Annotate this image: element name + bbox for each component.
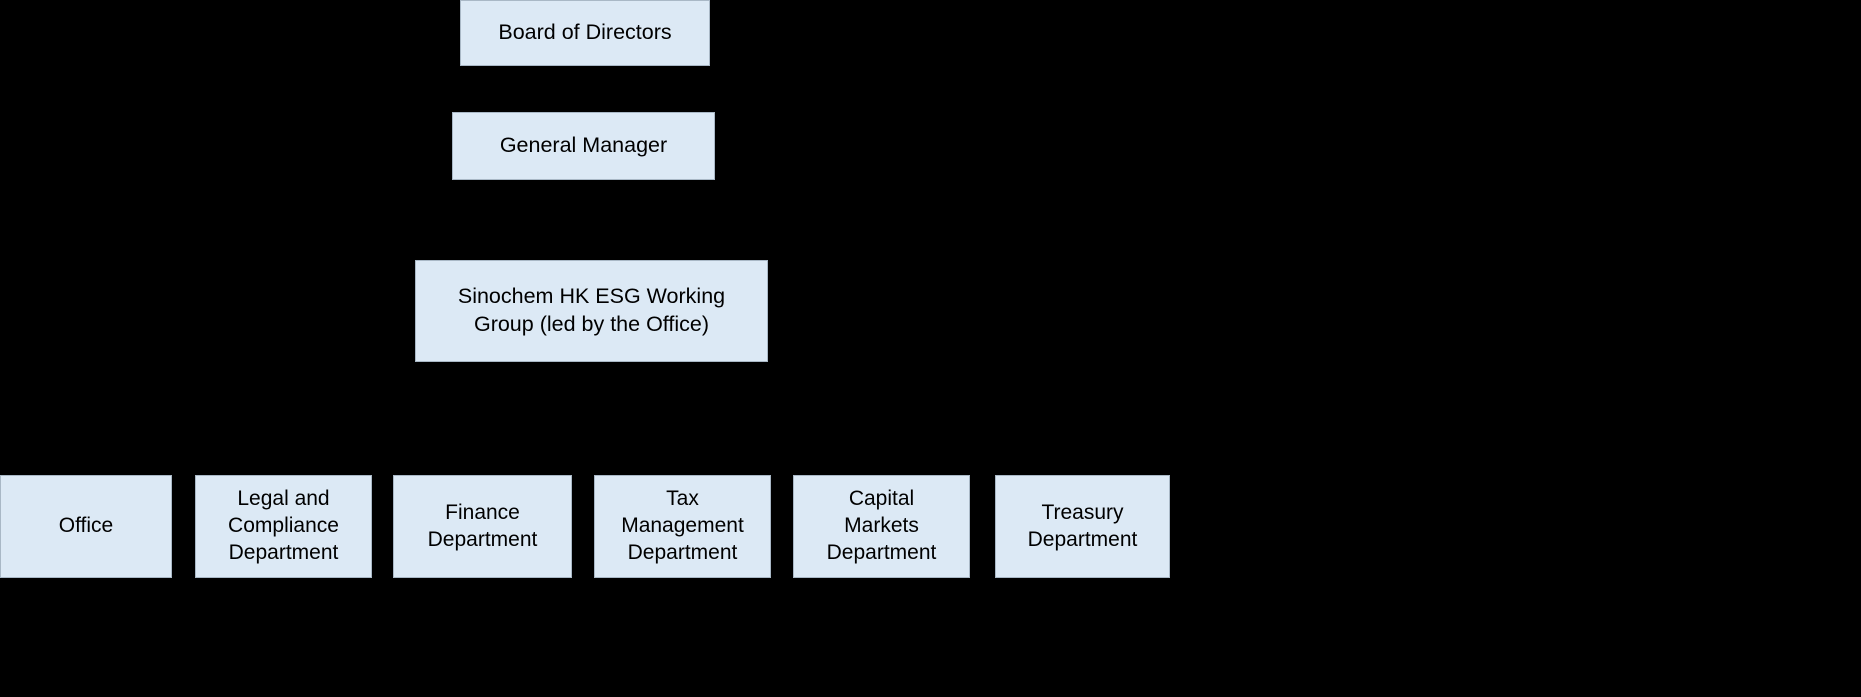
node-legal-and-compliance-department[interactable]: Legal and Compliance Department	[195, 475, 372, 578]
node-treasury-department[interactable]: Treasury Department	[995, 475, 1170, 578]
node-tax-management-department[interactable]: Tax Management Department	[594, 475, 771, 578]
node-finance-department[interactable]: Finance Department	[393, 475, 572, 578]
node-board-of-directors[interactable]: Board of Directors	[460, 0, 710, 66]
node-esg-working-group[interactable]: Sinochem HK ESG Working Group (led by th…	[415, 260, 768, 362]
node-office[interactable]: Office	[0, 475, 172, 578]
node-capital-markets-department[interactable]: Capital Markets Department	[793, 475, 970, 578]
node-general-manager[interactable]: General Manager	[452, 112, 715, 180]
